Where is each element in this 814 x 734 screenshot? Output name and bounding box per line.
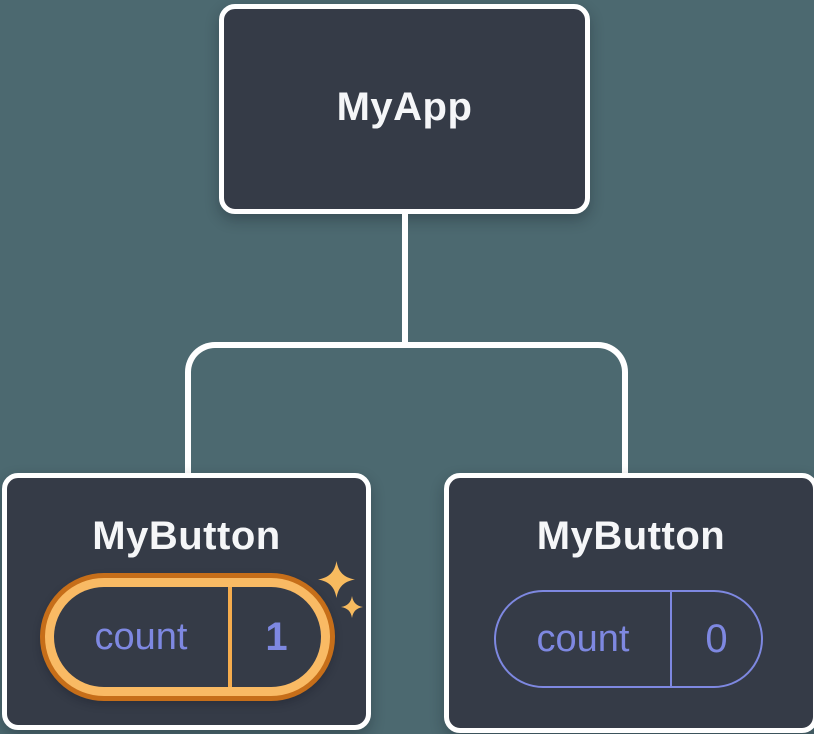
component-box-child-left: MyButton count 1 — [2, 473, 371, 730]
component-title-child-left: MyButton — [92, 514, 281, 558]
state-pill-left: count 1 — [54, 587, 321, 687]
component-title-root: MyApp — [336, 85, 473, 130]
component-box-child-right: MyButton count 0 — [444, 473, 814, 733]
component-title-child-right: MyButton — [536, 514, 726, 558]
component-box-root: MyApp — [219, 4, 590, 214]
connector-branch — [185, 342, 628, 473]
state-value-left: 1 — [228, 587, 321, 687]
state-label-right: count — [536, 617, 630, 660]
sparkle-icon — [318, 561, 355, 598]
state-pill-right: count 0 — [494, 590, 763, 688]
state-highlight-ring: count 1 — [40, 573, 335, 701]
state-value-right: 0 — [670, 592, 761, 686]
connector-stem — [402, 211, 408, 344]
state-label-left: count — [94, 615, 188, 658]
sparkle-icon — [341, 596, 363, 618]
